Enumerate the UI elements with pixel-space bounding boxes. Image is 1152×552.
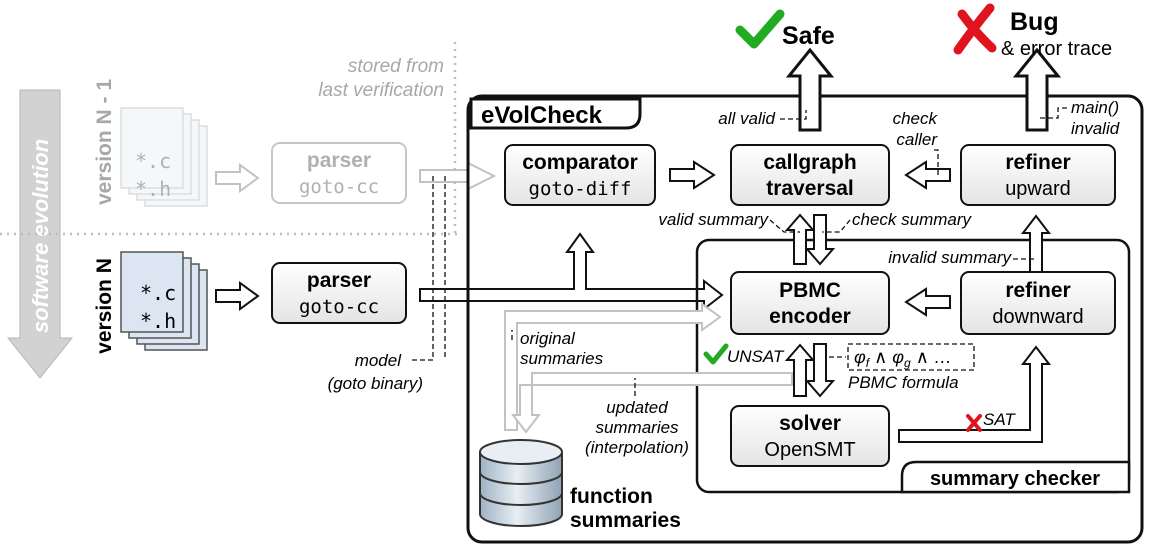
solver-box [730, 405, 890, 467]
db-label-line2: summaries [570, 509, 681, 532]
original-summaries-line2: summaries [520, 349, 604, 368]
arrow-refiner-up-to-callgraph [904, 160, 951, 190]
refiner-down-title: refiner [1005, 279, 1070, 302]
check-caller-leader [932, 149, 939, 175]
model-label-line1: model [355, 351, 403, 370]
stored-label-line1: stored from [348, 56, 444, 77]
arrow-parser-to-pbmc [419, 232, 724, 312]
arrow-refiner-down-to-up [1020, 214, 1052, 273]
callgraph-title-line2: traversal [766, 177, 854, 200]
arrow-callgraph-to-pbmc [804, 214, 836, 266]
version-prev-label: version N - 1 [93, 79, 116, 205]
file-c-prev: *.c [135, 149, 171, 173]
original-summaries-line1: original [520, 329, 576, 348]
pbmc-title-line1: PBMC [779, 279, 841, 302]
parser-curr-box [271, 262, 407, 324]
solver-sub: OpenSMT [764, 439, 855, 461]
arrow-callgraph-to-safe [785, 47, 835, 132]
parser-prev-sub: goto-cc [299, 176, 379, 198]
db-label-line1: function [570, 485, 653, 508]
arrow-files-to-parser-curr [215, 281, 260, 311]
arrow-refiner-to-bug [1012, 47, 1062, 132]
arrow-pbmc-to-callgraph [784, 213, 816, 265]
summary-checker-tab [900, 460, 1131, 494]
evolcheck-title: eVolCheck [481, 102, 603, 129]
check-summary-label: check summary [852, 210, 973, 229]
refiner-down-box [960, 271, 1116, 335]
all-valid-leader [780, 110, 807, 120]
arrow-solver-to-pbmc [784, 343, 816, 397]
model-leader-1 [410, 176, 434, 361]
parser-curr-title: parser [307, 269, 371, 292]
safe-label: Safe [782, 22, 835, 50]
updated-summaries-line2: summaries [595, 418, 679, 437]
safe-check-icon [735, 9, 785, 49]
all-valid-label: all valid [718, 109, 775, 128]
comparator-title: comparator [522, 151, 638, 174]
pbmc-encoder-box [730, 271, 890, 335]
sat-label: SAT [983, 410, 1016, 429]
invalid-summary-label: invalid summary [888, 248, 1012, 267]
formula-box [847, 343, 975, 371]
arrow-comparator-to-callgraph [669, 160, 716, 190]
formula-label: PBMC formula [848, 373, 959, 392]
bug-label: Bug [1010, 8, 1059, 36]
arrow-solver-to-refiner-down [898, 345, 1052, 443]
arrow-pbmc-to-solver [804, 343, 836, 398]
software-evolution-label: software evolution [28, 139, 53, 333]
unsat-check-icon [703, 343, 729, 365]
arrow-solver-to-db [510, 372, 793, 434]
pbmc-title-line2: encoder [769, 305, 851, 328]
updated-summaries-line1: updated [606, 398, 668, 417]
database-icon [479, 439, 563, 527]
bug-sub-label: & error trace [1001, 38, 1112, 60]
sat-cross-icon [966, 414, 982, 432]
refiner-up-sub: upward [1005, 178, 1071, 200]
summary-checker-title: summary checker [930, 468, 1100, 490]
version-curr-label: version N [93, 258, 116, 354]
refiner-up-box [960, 144, 1116, 206]
unsat-label: UNSAT [727, 347, 785, 366]
source-files-curr [120, 251, 208, 351]
arrow-files-to-parser-prev [215, 163, 260, 193]
callgraph-title-line1: callgraph [763, 151, 856, 174]
file-h-curr: *.h [140, 309, 176, 333]
stored-label-line2: last verification [318, 80, 444, 101]
check-caller-line1: check [893, 109, 939, 128]
refiner-down-sub: downward [992, 306, 1083, 328]
arrow-db-to-pbmc [504, 302, 722, 431]
bug-cross-icon [953, 3, 997, 55]
main-invalid-line2: invalid [1071, 119, 1120, 138]
parser-prev-title: parser [307, 149, 371, 172]
model-label-line2: (goto binary) [328, 374, 423, 393]
parser-curr-sub: goto-cc [299, 296, 379, 318]
valid-summary-label: valid summary [658, 210, 769, 229]
comparator-sub: goto-diff [529, 178, 632, 200]
check-summary-leader [822, 219, 851, 233]
main-invalid-line1: main() [1071, 98, 1119, 117]
valid-summary-leader [769, 219, 800, 233]
main-invalid-leader [1040, 107, 1068, 119]
arrow-refiner-down-to-pbmc [904, 287, 951, 317]
callgraph-box [730, 144, 890, 206]
arrow-parser-prev-to-comparator [419, 161, 497, 191]
comparator-box [504, 144, 656, 206]
evolcheck-tab [469, 97, 642, 130]
source-files-prev [120, 107, 208, 207]
file-h-prev: *.h [135, 177, 171, 201]
parser-prev-box [271, 142, 407, 204]
solver-title: solver [779, 412, 841, 435]
refiner-up-title: refiner [1005, 151, 1070, 174]
software-evolution-axis: software evolution [6, 89, 74, 379]
check-caller-line2: caller [896, 130, 938, 149]
updated-summaries-line3: (interpolation) [585, 438, 689, 457]
formula-expression: φf ∧ φg ∧ … [854, 347, 952, 370]
file-c-curr: *.c [140, 281, 176, 305]
